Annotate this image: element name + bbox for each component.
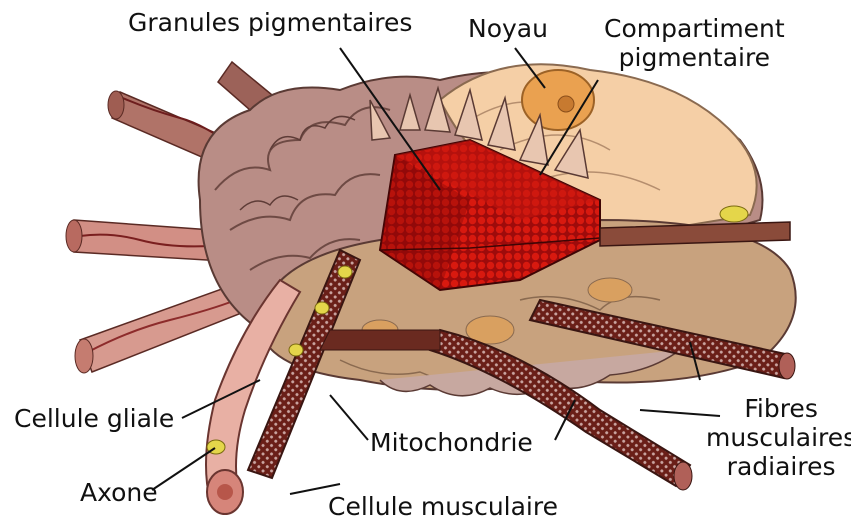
label-fibres-line1: Fibres	[706, 394, 851, 423]
label-fibres-musculaires-radiaires: Fibres musculaires radiaires	[706, 394, 851, 481]
label-noyau: Noyau	[468, 14, 548, 43]
label-granules-pigmentaires: Granules pigmentaires	[128, 8, 412, 37]
label-axone: Axone	[80, 478, 158, 507]
label-compartiment-line2: pigmentaire	[604, 43, 785, 72]
label-cellule-gliale: Cellule gliale	[14, 404, 174, 433]
label-compartiment-pigmentaire: Compartiment pigmentaire	[604, 14, 785, 72]
nucleus	[522, 70, 594, 130]
label-mitochondrie: Mitochondrie	[370, 428, 533, 457]
label-compartiment-line1: Compartiment	[604, 14, 785, 43]
label-fibres-line3: radiaires	[706, 452, 851, 481]
label-fibres-line2: musculaires	[706, 423, 851, 452]
label-cellule-musculaire: Cellule musculaire	[328, 492, 558, 521]
